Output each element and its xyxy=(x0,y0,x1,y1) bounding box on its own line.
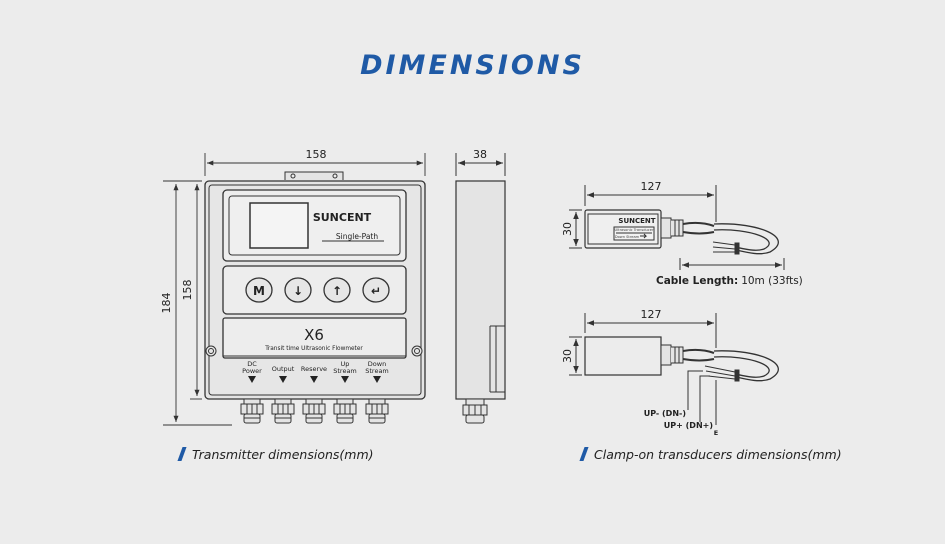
height-inner-dimension-label: 158 xyxy=(181,280,194,301)
cable-gland xyxy=(240,398,264,424)
transducer-small-text-1: Ultrasonic Transducer xyxy=(615,228,654,232)
transducer-bottom-length-label: 127 xyxy=(641,308,662,321)
port-label-line1: Reserve xyxy=(301,365,327,373)
cable-length-bold: Cable Length: xyxy=(656,275,738,287)
port-label-line2: Stream xyxy=(365,367,389,375)
port-label-line1: Output xyxy=(272,365,295,373)
transducer-caption-text: Clamp-on transducers dimensions(mm) xyxy=(594,447,842,462)
transducer-caption: Clamp-on transducers dimensions(mm) xyxy=(579,447,842,462)
cable-length-value: 10m (33fts) xyxy=(741,275,803,287)
transducer-top-length-label: 127 xyxy=(641,180,662,193)
front-dimension-lines xyxy=(163,153,426,426)
port-label-line2: Stream xyxy=(333,367,357,375)
cable-glands xyxy=(240,398,389,424)
transmitter-caption-text: Transmitter dimensions(mm) xyxy=(192,447,374,462)
transducer-side-view xyxy=(569,313,779,425)
transmitter-caption: Transmitter dimensions(mm) xyxy=(177,447,374,462)
keypad-button-2 xyxy=(323,277,351,303)
depth-dimension-label: 38 xyxy=(473,148,487,161)
transducer-small-text-2: Down Stream xyxy=(615,235,640,239)
port-label-line2: Power xyxy=(242,367,262,375)
model-desc-label: Transit time Ultrasonic Flowmeter xyxy=(264,346,363,352)
cable-gland xyxy=(365,398,389,424)
port-label-line1: Down xyxy=(368,360,386,368)
transducer-brand-label: SUNCENT xyxy=(618,217,655,225)
port-arrow-icon xyxy=(248,376,256,383)
port-arrow-icon xyxy=(279,376,287,383)
port-label-line1: Up xyxy=(341,360,350,368)
transducer-top-height-label: 30 xyxy=(561,222,574,236)
transmitter-front-view xyxy=(204,171,426,400)
cable-gland xyxy=(271,398,295,424)
port-arrow-icon xyxy=(341,376,349,383)
width-dimension-label: 158 xyxy=(306,148,327,161)
wire-label-earth: E xyxy=(714,429,718,437)
model-label: X6 xyxy=(304,326,324,344)
keypad-button-3 xyxy=(362,277,390,303)
keypad-button-label: ↓ xyxy=(293,284,303,298)
port-arrow-icon xyxy=(310,376,318,383)
cable-gland xyxy=(333,398,357,424)
transducer-top-view xyxy=(569,185,785,270)
keypad-button-label: ↵ xyxy=(371,284,381,298)
keypad-button-1 xyxy=(284,277,312,303)
transducer-bottom-height-label: 30 xyxy=(561,349,574,363)
transmitter-side-view xyxy=(455,153,506,424)
wire-label-up-minus: UP- (DN-) xyxy=(644,409,686,418)
brand-label: SUNCENT xyxy=(313,211,372,224)
subtitle-label: Single-Path xyxy=(336,232,378,241)
cable-gland xyxy=(302,398,326,424)
wire-label-up-plus: UP+ (DN+) xyxy=(664,421,713,430)
cable-length-label: Cable Length:10m (33fts) xyxy=(656,275,803,287)
page-title: DIMENSIONS xyxy=(360,50,585,81)
port-arrow-icon xyxy=(373,376,381,383)
keypad-button-0 xyxy=(245,277,273,303)
keypad-button-label: ↑ xyxy=(332,284,342,298)
port-label-line1: DC xyxy=(247,360,257,368)
keypad: M ↓ ↑ ↵ xyxy=(245,277,390,303)
height-outer-dimension-label: 184 xyxy=(160,293,173,314)
keypad-button-label: M xyxy=(253,284,265,298)
